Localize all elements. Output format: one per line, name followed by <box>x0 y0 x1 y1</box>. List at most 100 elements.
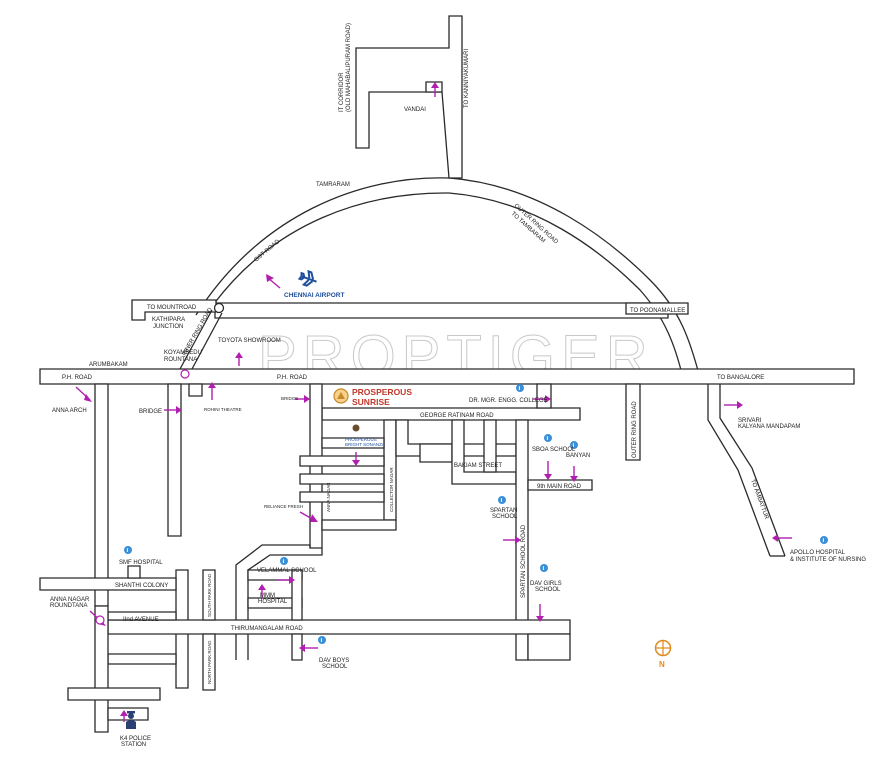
label-k4-police-2: STATION <box>121 742 146 748</box>
location-pin-icon[interactable] <box>299 644 318 652</box>
label-apollo-2: & INSTITUTE OF NURSING <box>790 557 866 563</box>
location-pin-icon[interactable] <box>278 576 295 584</box>
road-it-corridor <box>355 15 463 179</box>
label-dr-mgr-college: DR. MGR. ENGG. COLLEGE <box>469 398 548 404</box>
location-pin-icon[interactable] <box>772 534 792 542</box>
label-kathipara-2: JUNCTION <box>153 324 183 330</box>
label-vandai: VANDAI <box>404 107 426 113</box>
label-south-park-road: SOUTH PARK ROAD <box>207 573 212 617</box>
road-side-1 <box>299 455 385 467</box>
label-rohini-theatre: ROHINI THEATRE <box>204 407 242 412</box>
road-side-4 <box>321 519 397 531</box>
anna-nagar-roundtana-marker <box>95 615 105 625</box>
road-bridge <box>167 383 182 537</box>
road-south-park <box>202 569 216 621</box>
label-bridge-mid: BRIDGE <box>281 396 298 401</box>
compass-letter: N <box>659 660 665 669</box>
location-pin-icon[interactable] <box>235 352 243 366</box>
label-anna-nagar-roundtana-2: ROUNDTANA <box>50 603 88 609</box>
label-to-ambattur: TO AMBATTUR <box>749 479 769 521</box>
label-koyambedu-2: ROUNTANA <box>164 357 197 363</box>
location-pin-icon[interactable] <box>75 386 92 402</box>
label-to-kanniyakumari: TO KANNIYAKUMARI <box>464 49 470 108</box>
label-dav-girls-2: SCHOOL <box>535 587 561 593</box>
info-icon[interactable]: i <box>540 564 548 572</box>
location-pin-icon[interactable] <box>164 406 182 414</box>
location-pin-icon[interactable] <box>266 274 281 289</box>
label-anna-nagar-road: ANNA NAGAR <box>326 482 331 512</box>
label-velammal-school: VELAMMAL SCHOOL <box>257 568 317 574</box>
mgr-college-box <box>536 383 552 409</box>
road-to-mountroad <box>131 299 217 321</box>
svg-text:i: i <box>823 538 825 544</box>
location-pin-icon[interactable] <box>724 401 743 409</box>
project-small-logo-icon <box>352 424 360 432</box>
road-velammal-right <box>291 569 303 621</box>
info-badges: i i i i i i i i i <box>124 384 828 644</box>
label-smf-hospital: SMF HOSPITAL <box>119 560 163 566</box>
location-pin-icon[interactable] <box>299 511 318 522</box>
location-pin-icon[interactable] <box>533 395 551 403</box>
location-pin-icon[interactable] <box>431 82 439 97</box>
road-to-poonamallee <box>625 302 689 315</box>
location-pin-icon[interactable] <box>258 584 266 598</box>
svg-text:i: i <box>321 638 323 644</box>
label-shanthi-colony: SHANTHI COLONY <box>115 583 168 589</box>
info-icon[interactable]: i <box>544 434 552 442</box>
road-north-park <box>202 633 216 691</box>
svg-text:i: i <box>501 498 503 504</box>
info-icon[interactable]: i <box>516 384 524 392</box>
road-smf <box>127 565 141 579</box>
location-pin-icon[interactable] <box>570 466 578 482</box>
police-icon[interactable] <box>126 711 136 729</box>
label-it-corridor: IT CORRIDOR <box>339 72 345 112</box>
label-old-mahabalipuram: (OLD MAHABALIPURAM ROAD) <box>346 23 352 112</box>
label-george-ratinam-road: GEORGE RATINAM ROAD <box>420 413 494 419</box>
location-pin-icon[interactable] <box>208 382 216 400</box>
road-gst-outer-inner <box>212 192 684 379</box>
airplane-icon[interactable] <box>297 269 319 288</box>
road-lower-left <box>94 605 109 733</box>
label-mmm-1: MMM <box>260 593 275 599</box>
label-thirumangalam-road: THIRUMANGALAM ROAD <box>231 626 303 632</box>
road-airport <box>214 302 669 319</box>
location-pin-icon[interactable] <box>352 452 360 466</box>
label-project-name-1[interactable]: PROSPEROUS <box>352 387 412 397</box>
road-side-2 <box>299 473 385 485</box>
road-to-ambattur-b <box>719 384 786 557</box>
label-2nd-avenue: IInd AVENUE <box>123 617 159 623</box>
label-project-sub-1: PROSPEROUS <box>345 437 377 442</box>
road-thirumangalam <box>107 619 571 635</box>
location-pin-icon[interactable] <box>503 536 521 544</box>
label-north-park-road: NORTH PARK ROAD <box>207 640 212 684</box>
label-project-name-2[interactable]: SUNRISE <box>352 397 390 407</box>
location-pin-icon[interactable] <box>544 461 552 480</box>
road-inner-ring-a <box>179 309 213 370</box>
label-dav-boys-2: SCHOOL <box>322 664 348 670</box>
info-icon[interactable]: i <box>570 441 578 449</box>
label-ph-road-left: P.H. ROAD <box>62 375 93 381</box>
location-pin-icon[interactable] <box>295 395 310 403</box>
label-gst-road: GST ROAD <box>253 238 281 263</box>
info-icon[interactable]: i <box>820 536 828 544</box>
info-icon[interactable]: i <box>318 636 326 644</box>
label-spartan-1: SPARTAN <box>490 508 517 514</box>
road-police <box>107 707 149 721</box>
label-dav-boys-1: DAV BOYS <box>319 658 349 664</box>
road-side-5 <box>321 437 385 449</box>
location-pin-icon[interactable] <box>536 604 544 622</box>
info-icon[interactable]: i <box>280 557 288 565</box>
road-bakiam-2 <box>419 443 453 463</box>
project-logo-icon[interactable] <box>333 388 349 404</box>
location-pin-icon[interactable] <box>120 710 128 722</box>
koyambedu-roundtana-marker <box>180 369 190 379</box>
label-dav-girls-1: DAV GIRLS <box>530 581 562 587</box>
road-side-3 <box>299 491 385 503</box>
info-icon[interactable]: i <box>498 496 506 504</box>
road-inner-ring-b <box>191 312 223 370</box>
svg-text:i: i <box>547 436 549 442</box>
road-bakiam-4 <box>483 419 497 473</box>
label-koyambedu-1: KOYAMBEDU <box>164 350 202 356</box>
svg-text:i: i <box>519 386 521 392</box>
info-icon[interactable]: i <box>124 546 132 554</box>
